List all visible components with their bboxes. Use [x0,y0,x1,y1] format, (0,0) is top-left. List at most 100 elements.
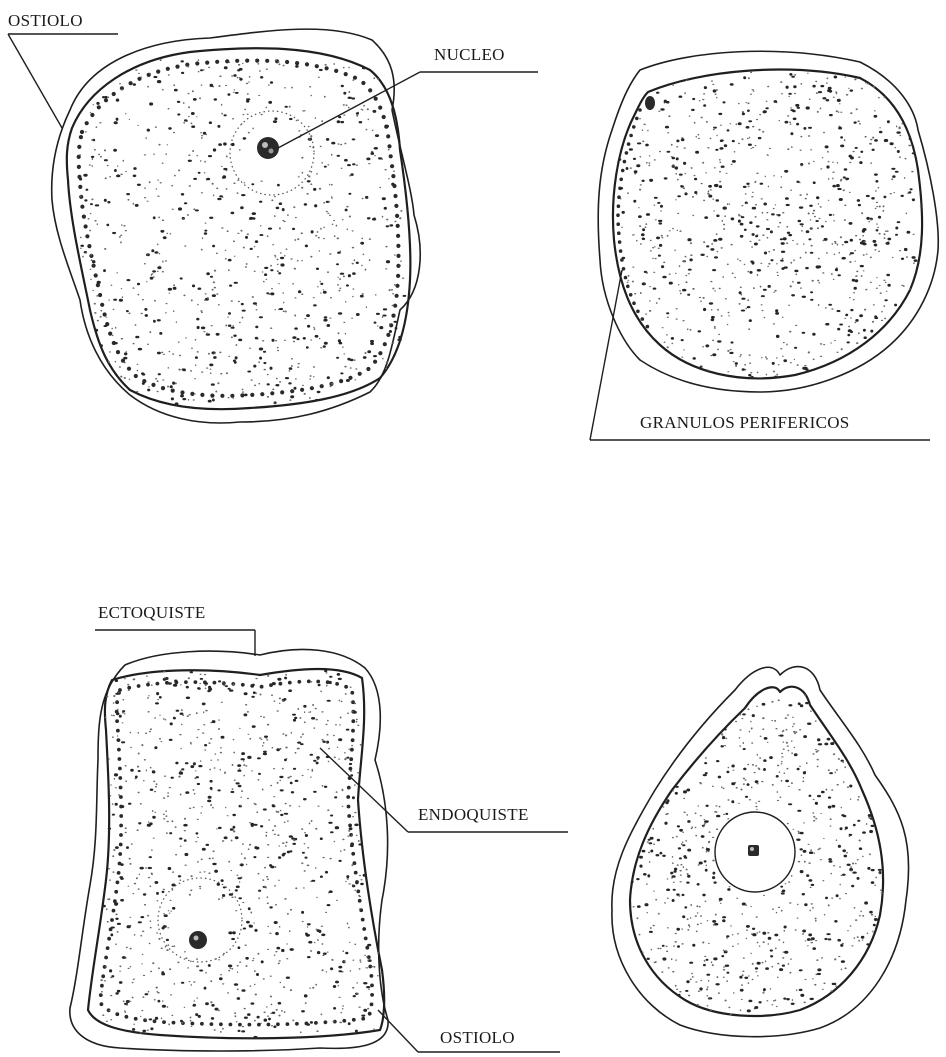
cytoplasm-speck [236,1021,238,1023]
cytoplasm-speck [703,826,704,828]
cytoplasm-speck [704,860,707,862]
cytoplasm-speck [809,910,811,912]
cytoplasm-speck [247,233,249,235]
cytoplasm-speck [817,759,819,761]
cytoplasm-speck [218,1010,220,1012]
cytoplasm-speck [883,205,885,207]
cytoplasm-speck [777,765,779,767]
cytoplasm-speck [297,238,299,240]
cytoplasm-speck [761,295,765,297]
cytoplasm-speck [708,190,710,192]
cytoplasm-speck [187,66,189,68]
cytoplasm-speck [716,97,717,99]
cytoplasm-speck [305,1002,307,1004]
cytoplasm-speck [360,242,364,245]
cytoplasm-speck [826,99,830,101]
cytoplasm-speck [719,288,721,290]
cytoplasm-speck [277,184,280,187]
cytoplasm-speck [830,873,832,875]
cytoplasm-speck [231,75,233,76]
cytoplasm-speck [147,697,149,699]
cytoplasm-speck [330,858,332,860]
cytoplasm-speck [368,163,370,164]
cytoplasm-speck [734,277,736,279]
cytoplasm-speck [675,273,677,274]
cytoplasm-speck [788,305,790,306]
cytoplasm-speck [749,731,750,733]
cytoplasm-speck [854,78,856,80]
cytoplasm-speck [274,700,276,702]
cytoplasm-speck [759,931,761,932]
cytoplasm-speck [106,696,108,698]
cytoplasm-speck [228,931,232,934]
cytoplasm-speck [154,251,158,253]
cytoplasm-speck [248,734,250,735]
cytoplasm-speck [686,814,688,815]
cytoplasm-speck [228,356,230,357]
cytoplasm-speck [658,298,660,300]
cytoplasm-speck [790,132,793,135]
cytoplasm-speck [203,69,205,71]
cytoplasm-speck [742,113,745,116]
cytoplasm-speck [725,1000,727,1002]
granule [395,294,399,298]
cytoplasm-speck [739,714,741,715]
cytoplasm-speck [222,682,224,683]
granule [112,909,116,913]
cytoplasm-speck [125,1011,127,1013]
cytoplasm-speck [124,713,126,714]
cytoplasm-speck [836,352,838,353]
cytoplasm-speck [250,823,254,826]
cytoplasm-speck [862,915,864,917]
cytoplasm-speck [223,953,225,955]
cytoplasm-speck [259,357,262,360]
cytoplasm-speck [157,352,161,355]
cytoplasm-speck [786,742,788,744]
cytoplasm-speck [304,721,306,723]
cytoplasm-speck [666,946,668,947]
cytoplasm-speck [756,119,758,120]
cytoplasm-speck [858,796,860,798]
granule [617,231,621,235]
cytoplasm-speck [216,188,218,190]
cytoplasm-speck [885,231,887,232]
cytoplasm-speck [246,864,247,865]
cytoplasm-speck [725,950,727,952]
cytoplasm-speck [209,769,211,771]
cytoplasm-speck [221,104,222,106]
cytoplasm-speck [345,209,348,212]
cytoplasm-speck [870,817,874,819]
cytoplasm-speck [91,139,93,141]
cytoplasm-speck [188,714,190,715]
cytoplasm-speck [330,831,334,833]
cytoplasm-speck [270,265,272,267]
cytoplasm-speck [687,238,691,241]
cytoplasm-speck [282,842,284,844]
cytoplasm-speck [201,84,203,85]
cytoplasm-speck [771,259,774,261]
cytoplasm-speck [879,127,881,128]
cytoplasm-speck [327,952,329,953]
cytoplasm-speck [717,976,719,978]
cytoplasm-speck [190,1020,192,1022]
cytoplasm-speck [291,365,293,367]
cytoplasm-speck [658,913,660,915]
cytoplasm-speck [362,293,364,295]
cytoplasm-speck [679,881,681,882]
cytoplasm-speck [711,318,715,321]
cytoplasm-speck [788,803,792,805]
cytoplasm-speck [276,207,280,210]
granule [90,113,94,117]
cytoplasm-speck [279,780,281,781]
cytoplasm-speck [278,845,280,846]
cytoplasm-speck [183,102,185,104]
cytoplasm-speck [277,710,279,712]
cytoplasm-speck [649,861,651,863]
cytoplasm-speck [97,223,98,225]
cytoplasm-speck [317,758,319,760]
cytoplasm-speck [761,781,763,782]
cytoplasm-speck [313,188,316,191]
cytoplasm-speck [788,881,790,883]
granule [151,383,155,387]
cytoplasm-speck [257,1016,260,1019]
